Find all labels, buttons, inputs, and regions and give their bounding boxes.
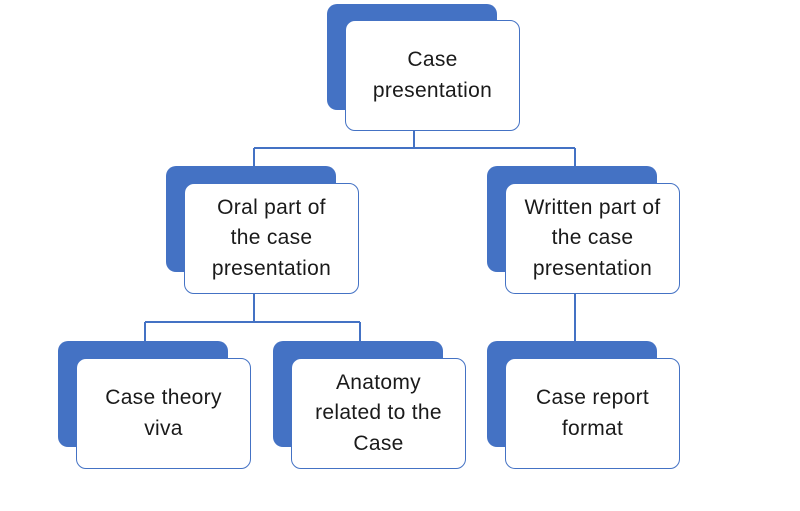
node-label: Case report format [535, 386, 650, 440]
node-label: Case presentation [372, 48, 493, 102]
node-label: Oral part of the case presentation [211, 195, 332, 280]
node-box: Case theory viva [76, 358, 251, 469]
node-box: Written part of the case presentation [505, 183, 680, 294]
node-label: Written part of the case presentation [524, 195, 661, 280]
node-box: Case presentation [345, 20, 520, 131]
node-label: Case theory viva [105, 386, 222, 440]
node-box: Case report format [505, 358, 680, 469]
node-box: Anatomy related to the Case [291, 358, 466, 469]
node-box: Oral part of the case presentation [184, 183, 359, 294]
node-label: Anatomy related to the Case [315, 370, 442, 455]
